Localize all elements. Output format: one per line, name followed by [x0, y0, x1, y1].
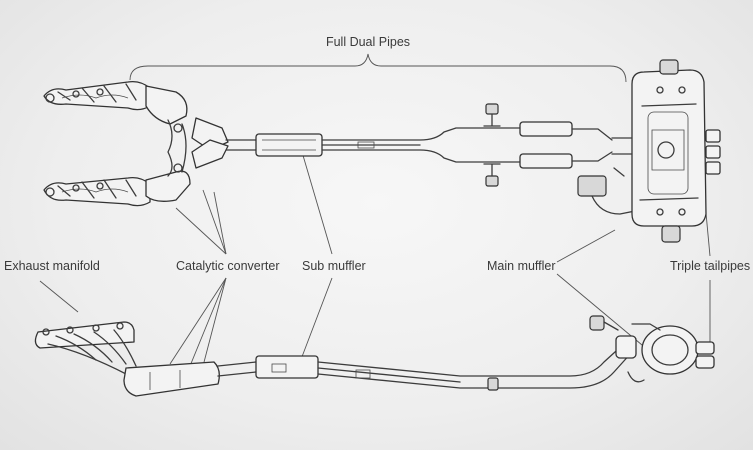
side-view-exhaust [34, 315, 715, 397]
top-view-exhaust [43, 59, 721, 243]
top-triple-tailpipes [705, 129, 721, 175]
top-exhaust-manifold-lower [43, 176, 151, 207]
label-main-muffler: Main muffler [487, 259, 556, 273]
label-sub-muffler: Sub muffler [302, 259, 366, 273]
side-exhaust-manifold [34, 321, 137, 377]
label-exhaust-manifold: Exhaust manifold [4, 259, 100, 273]
label-triple-tailpipes: Triple tailpipes [670, 259, 750, 273]
side-catalytic-converter [123, 361, 220, 397]
leader-lines [39, 151, 711, 367]
dual-pipes-bracket [129, 53, 627, 83]
top-catalytic-converter-upper [145, 85, 188, 125]
label-catalytic-converter: Catalytic converter [176, 259, 280, 273]
side-triple-tailpipes [695, 341, 715, 369]
side-main-muffler [589, 315, 699, 383]
top-sub-muffler [255, 133, 323, 157]
top-main-muffler [611, 59, 707, 243]
top-hangers [483, 103, 641, 215]
side-sub-muffler [255, 355, 319, 379]
label-full-dual-pipes: Full Dual Pipes [326, 35, 410, 49]
top-exhaust-manifold-upper [43, 80, 151, 111]
